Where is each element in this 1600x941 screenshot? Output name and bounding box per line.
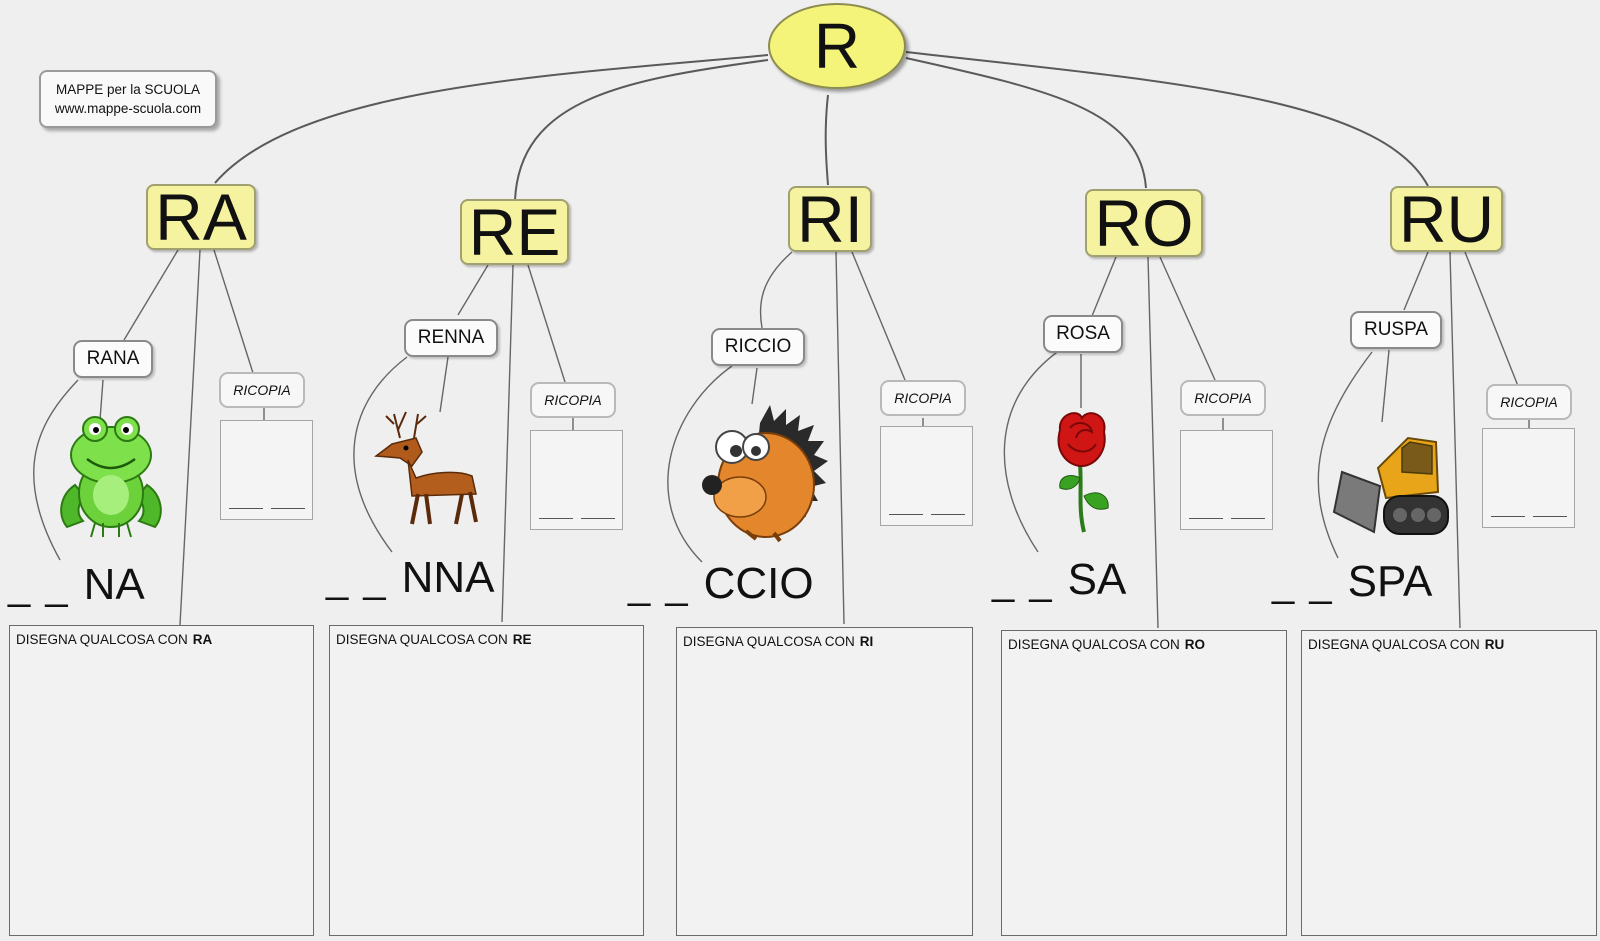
syllable-ra: RA [146, 184, 256, 250]
blank-dashes: _ _ [8, 564, 70, 608]
ricopia-label-ra: RICOPIA [219, 372, 305, 408]
ricopia-label-ri: RICOPIA [880, 380, 966, 416]
syllable-ru: RU [1390, 186, 1503, 252]
root-letter: R [768, 3, 906, 89]
copy-box-re[interactable] [530, 430, 623, 530]
word-rana: RANA [73, 340, 153, 378]
word-ending: SPA [1347, 557, 1433, 606]
word-ruspa: RUSPA [1350, 311, 1442, 349]
syllable-ro: RO [1085, 189, 1203, 257]
blank-dashes: _ _ [326, 557, 388, 601]
blank-dashes: _ _ [1272, 561, 1334, 605]
word-renna: RENNA [404, 319, 498, 357]
bulldozer-icon [1332, 436, 1449, 535]
deer-icon [373, 411, 478, 525]
fill-word-ruspa: _ _ SPA [1272, 560, 1432, 604]
ricopia-label-re: RICOPIA [530, 382, 616, 418]
syllable-re: RE [460, 199, 569, 265]
hedgehog-icon [702, 405, 828, 543]
credit-website: www.mappe-scuola.com [54, 101, 202, 116]
syllable-ri: RI [788, 186, 872, 252]
fill-word-rosa: _ _ SA [992, 558, 1126, 602]
credit-title: MAPPE per la SCUOLA [55, 82, 201, 97]
fill-word-riccio: _ _ CCIO [628, 562, 814, 606]
blank-dashes: _ _ [628, 563, 690, 607]
ricopia-label-ro: RICOPIA [1180, 380, 1266, 416]
copy-box-ra[interactable] [220, 420, 313, 520]
fill-word-renna: _ _ NNA [326, 556, 495, 600]
fill-word-rana: _ _ NA [8, 563, 145, 607]
ricopia-label-ru: RICOPIA [1486, 384, 1572, 420]
copy-box-ro[interactable] [1180, 430, 1273, 530]
word-riccio: RICCIO [711, 328, 805, 366]
frog-icon [60, 416, 162, 538]
copy-box-ri[interactable] [880, 426, 973, 526]
word-ending: NA [83, 560, 145, 609]
blank-dashes: _ _ [992, 559, 1054, 603]
credit-box: MAPPE per la SCUOLA www.mappe-scuola.com [39, 70, 217, 128]
copy-box-ru[interactable] [1482, 428, 1575, 528]
word-ending: NNA [401, 553, 495, 602]
rose-icon [1057, 412, 1109, 533]
word-rosa: ROSA [1043, 315, 1123, 353]
word-ending: SA [1067, 555, 1127, 604]
word-ending: CCIO [703, 559, 814, 608]
